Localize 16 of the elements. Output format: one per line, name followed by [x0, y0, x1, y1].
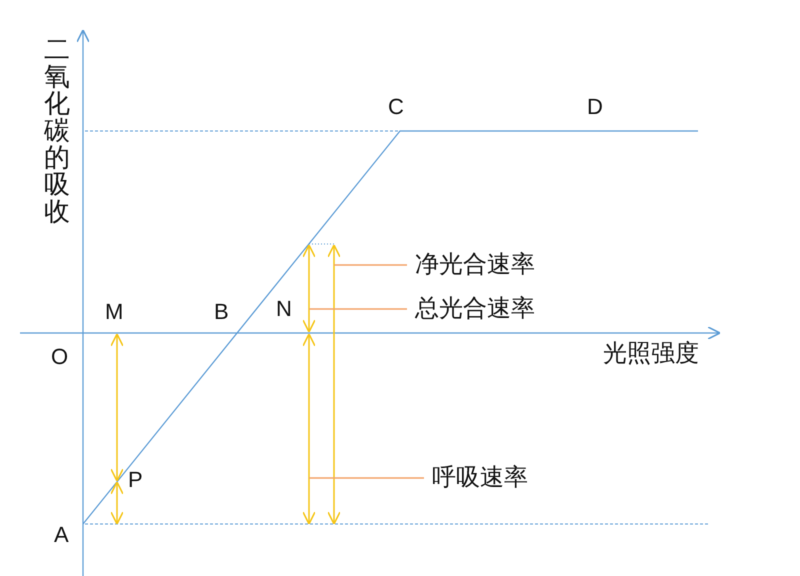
point-label: M: [105, 301, 124, 323]
rate-label: 净光合速率: [415, 253, 535, 277]
point-label: A: [54, 524, 69, 546]
axis-title: 二氧化碳的吸收: [44, 36, 71, 225]
point-label: N: [276, 298, 292, 320]
axis-title: 光照强度: [603, 342, 699, 366]
point-label: P: [128, 469, 143, 491]
rate-label: 总光合速率: [415, 297, 535, 321]
leader-line: [334, 264, 407, 266]
point-label: D: [587, 96, 603, 118]
rate-label: 呼吸速率: [432, 466, 528, 490]
point-label: C: [388, 96, 404, 118]
point-label: O: [51, 346, 68, 368]
leader-line: [309, 308, 407, 310]
point-label: B: [214, 301, 229, 323]
leader-line: [309, 477, 424, 479]
